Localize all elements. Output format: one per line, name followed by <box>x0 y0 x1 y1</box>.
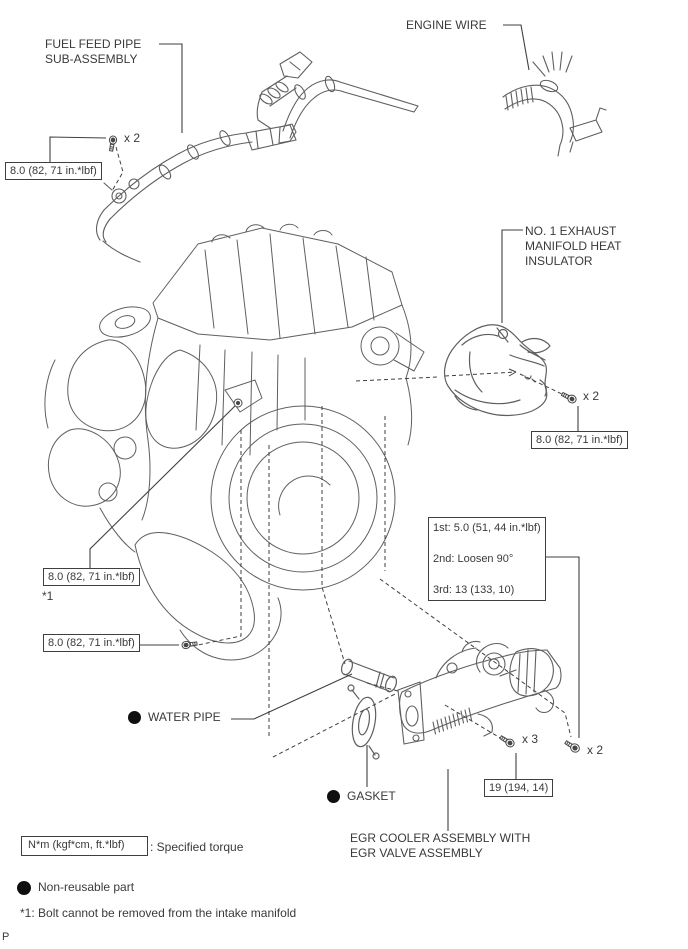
egr-sequence-step-1: 1st: 5.0 (51, 44 in.*lbf) <box>433 522 541 534</box>
non-reusable-bullet-icon <box>17 880 31 895</box>
insulator-bolt-qty: x 2 <box>583 389 600 403</box>
footnote-marker: *1 <box>42 589 54 603</box>
manifold-upper-torque-box: 8.0 (82, 71 in.*lbf) <box>43 568 140 586</box>
egr-sequence-step-3: 3rd: 13 (133, 10) <box>433 584 515 596</box>
egr-side-bolt-icon <box>499 735 515 748</box>
insulator-torque-box: 8.0 (82, 71 in.*lbf) <box>531 431 628 449</box>
non-reusable-legend: Non-reusable part <box>17 880 134 895</box>
gasket-label: GASKET <box>347 789 396 803</box>
page-marker: P <box>2 931 10 943</box>
manifold-lower-torque-box: 8.0 (82, 71 in.*lbf) <box>43 634 140 652</box>
egr-lower-bolt-qty: x 2 <box>587 743 604 757</box>
non-reusable-bullet-icon <box>128 711 141 724</box>
fuel-feed-pipe-art <box>95 51 419 263</box>
dashed-arrowhead <box>508 368 517 377</box>
water-pipe-callout: WATER PIPE <box>128 710 221 725</box>
heat-insulator-label: NO. 1 EXHAUST MANIFOLD HEAT INSULATOR <box>525 224 622 268</box>
egr-cooler-art <box>397 640 562 745</box>
non-reusable-label: Non-reusable part <box>38 880 135 894</box>
engine-wire-label: ENGINE WIRE <box>406 18 487 32</box>
fuel-pipe-bolt-icon <box>108 135 118 152</box>
leader-lines <box>49 24 580 831</box>
fuel-feed-pipe-label: FUEL FEED PIPE SUB-ASSEMBLY <box>45 37 142 66</box>
engine-wire-art <box>502 51 607 157</box>
water-pipe-art <box>340 658 398 693</box>
egr-cooler-label: EGR COOLER ASSEMBLY WITH EGR VALVE ASSEM… <box>350 831 531 860</box>
heat-insulator-art <box>443 324 551 417</box>
gasket-art <box>347 684 380 760</box>
water-pipe-label: WATER PIPE <box>148 710 221 724</box>
egr-sequence-step-2: 2nd: Loosen 90° <box>433 553 514 565</box>
torque-unit-box: N*m (kgf*cm, ft.*lbf) <box>21 836 148 856</box>
insulator-bolt-icon <box>560 391 577 404</box>
fuel-pipe-torque-box: 8.0 (82, 71 in.*lbf) <box>5 162 102 180</box>
manifold-upper-bolt-icon <box>233 398 243 408</box>
engine-illustration <box>44 223 425 661</box>
dashed-assembly-lines <box>111 146 572 758</box>
egr-side-bolt-qty: x 3 <box>522 732 539 746</box>
egr-lower-bolt-icon <box>564 740 580 753</box>
non-reusable-bullet-icon <box>327 790 340 803</box>
egr-side-torque-box: 19 (194, 14) <box>484 779 554 797</box>
fuel-pipe-bolt-qty: x 2 <box>124 131 141 145</box>
gasket-callout: GASKET <box>327 789 396 804</box>
torque-caption: : Specified torque <box>150 840 244 854</box>
footnote-text: *1: Bolt cannot be removed from the inta… <box>20 906 297 920</box>
manifold-lower-bolt-icon <box>181 640 198 650</box>
bolt-icons <box>108 135 580 753</box>
egr-sequence-torque-box: 1st: 5.0 (51, 44 in.*lbf) 2nd: Loosen 90… <box>428 517 546 601</box>
